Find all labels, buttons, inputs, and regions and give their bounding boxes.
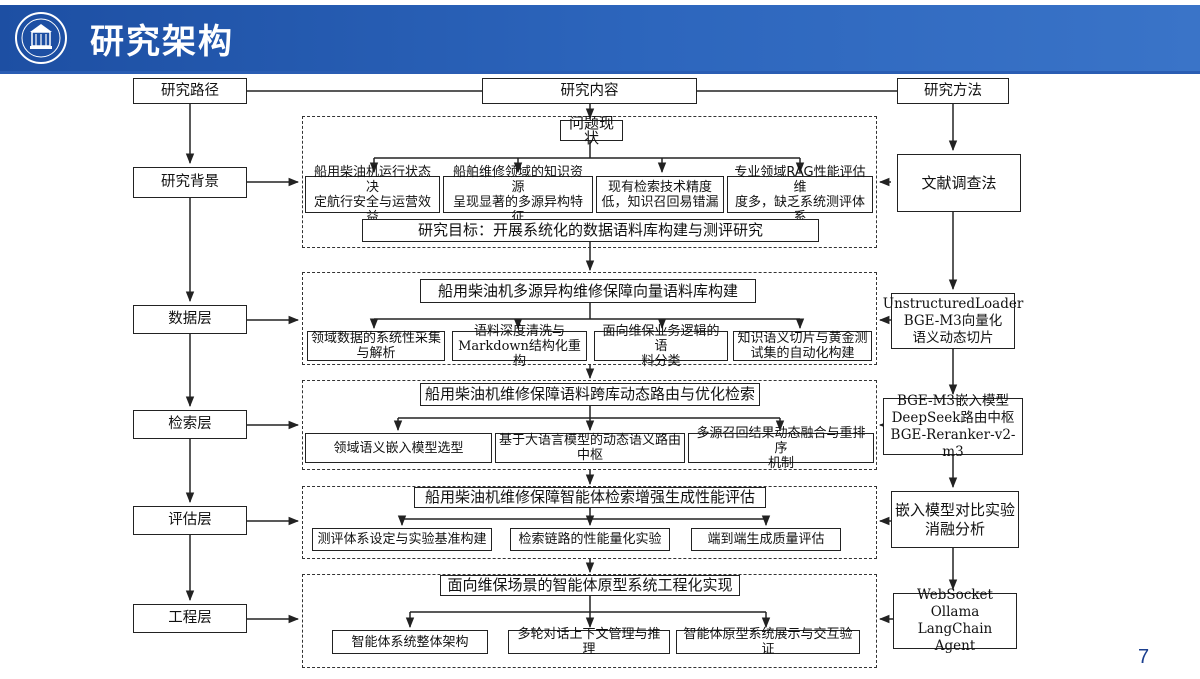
stage-retrieval-layer: 检索层 [133,410,247,439]
method-literature-review: 文献调查法 [897,154,1021,212]
background-item: 船用柴油机运行状态决定航行安全与运营效益 [305,165,440,225]
data-layer-item-line: 知识语义切片与黄金测 [737,331,868,346]
method-line: 消融分析 [924,519,985,538]
research-goal: 研究目标：开展系统化的数据语料库构建与测评研究 [362,219,819,242]
data-layer-item-line: 试集的自动化构建 [750,346,855,361]
page-number: 7 [1138,646,1150,668]
method-line: Ollama [930,604,980,620]
background-item: 船舶维修领域的知识资源呈现显著的多源异构特征 [443,165,593,225]
method-line: LangChain Agent [917,621,993,654]
data-layer-item-line: 领域数据的系统性采集 [311,331,442,346]
header-band [0,5,1200,71]
data-layer-item: 面向维保业务逻辑的语料分类 [594,324,728,369]
column-header-path: 研究路径 [133,78,247,104]
data-layer-item-line: Markdown结构化重构 [458,338,581,369]
data-layer-item: 领域数据的系统性采集与解析 [307,331,445,361]
data-layer-item-line: 料分类 [641,353,681,369]
background-item-line: 船用柴油机运行状态决 [313,164,431,195]
page-title: 研究架构 [90,22,234,62]
background-item: 专业领域RAG性能评估维度多，缺乏系统测评体系 [727,165,873,225]
background-item-line: 专业领域RAG性能评估维 [734,164,866,195]
method-line: BGE-M3嵌入模型 [896,392,1010,409]
engineering-layer-item: 智能体系统整体架构 [332,630,488,654]
retrieval-layer-item-line: 基于大语言模型的动态语义路由 [499,433,682,448]
panel-background [302,116,877,248]
retrieval-layer-item: 领域语义嵌入模型选型 [305,433,492,463]
stage-eval-layer: 评估层 [133,506,247,535]
engineering-layer-title: 面向维保场景的智能体原型系统工程化实现 [440,575,740,596]
retrieval-layer-item: 多源召回结果动态融合与重排序机制 [688,426,874,471]
data-layer-item-line: 与解析 [356,346,396,361]
eval-layer-title: 船用柴油机维修保障智能体检索增强生成性能评估 [414,487,766,508]
stage-background: 研究背景 [133,167,247,198]
method-eval-layer: 嵌入模型对比实验消融分析 [891,491,1019,548]
method-line: WebSocket [917,587,993,603]
background-item-line: 低，知识召回易错漏 [601,194,719,210]
panel-engineering-layer [302,574,877,668]
background-item-line: 船舶维修领域的知识资源 [452,164,583,195]
data-layer-item: 知识语义切片与黄金测试集的自动化构建 [733,331,872,361]
data-layer-title: 船用柴油机多源异构维修保障向量语料库构建 [420,279,756,303]
method-line: UnstructuredLoader [882,295,1024,312]
retrieval-layer-item: 基于大语言模型的动态语义路由中枢 [495,433,685,463]
retrieval-layer-item-line: 多源召回结果动态融合与重排序 [696,425,866,456]
method-line: BGE-M3向量化 [903,312,1003,329]
data-layer-item-line: 语料深度清洗与 [473,323,565,339]
column-header-content: 研究内容 [482,78,697,104]
background-title: 问题现状 [560,115,623,145]
eval-layer-item: 测评体系设定与实验基准构建 [312,528,492,551]
background-item-line: 现有检索技术精度 [607,179,712,195]
engineering-layer-item: 多轮对话上下文管理与推理 [508,627,670,657]
header-banner: 研究架构 [0,0,1200,76]
stage-engineering-layer: 工程层 [133,604,247,633]
panel-data-layer [302,272,877,365]
eval-layer-item: 端到端生成质量评估 [691,528,841,551]
background-item: 现有检索技术精度低，知识召回易错漏 [596,176,724,213]
stage-data-layer: 数据层 [133,305,247,334]
header-stripe [0,71,1200,74]
data-layer-item-line: 面向维保业务逻辑的语 [602,323,720,354]
method-line: 语义动态切片 [912,329,994,346]
retrieval-layer-item-line: 中枢 [576,448,603,463]
eval-layer-item: 检索链路的性能量化实验 [510,528,670,551]
retrieval-layer-item-line: 机制 [767,455,794,471]
retrieval-layer-title: 船用柴油机维修保障语料跨库动态路由与优化检索 [420,383,760,406]
method-line: BGE-Reranker-v2-m3 [890,426,1016,460]
university-seal-icon [15,12,67,64]
column-header-method: 研究方法 [897,78,1009,104]
engineering-layer-item: 智能体原型系统展示与交互验证 [676,627,860,657]
method-line: DeepSeek路由中枢 [891,409,1015,426]
panel-eval-layer [302,486,877,559]
panel-retrieval-layer [302,380,877,470]
method-line: 嵌入模型对比实验 [895,500,1016,519]
